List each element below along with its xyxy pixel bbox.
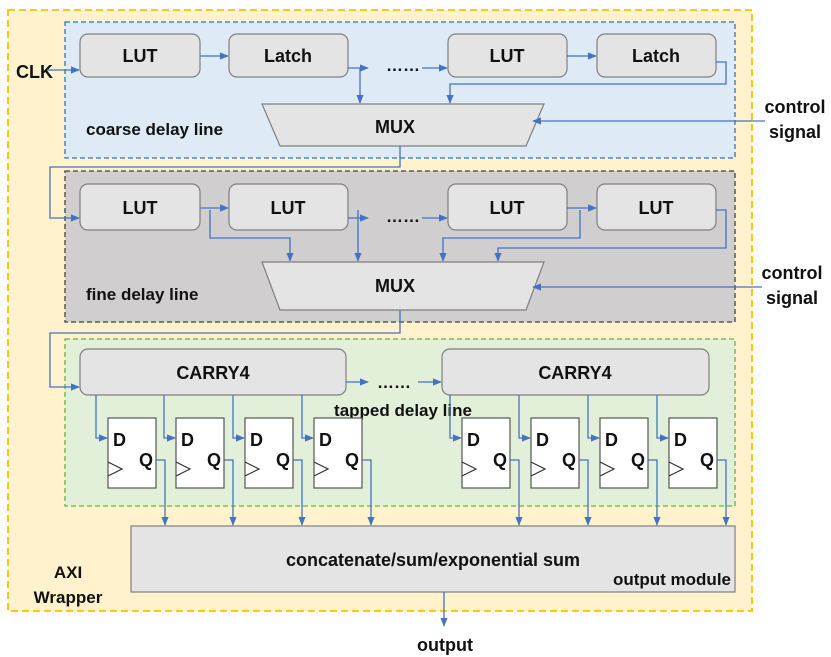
coarse-title: coarse delay line: [86, 120, 223, 139]
clk-label: CLK: [16, 62, 53, 82]
flipflop-6: [530, 417, 580, 489]
fine-tap-1: [209, 210, 294, 262]
flipflop-4-d-label: D: [319, 430, 332, 450]
wires: [47, 52, 765, 627]
flipflop-5-q-label: Q: [493, 450, 507, 470]
fine-tap-3: [439, 210, 581, 262]
coarse-to-fine-wire: [49, 146, 401, 222]
control-signal-1-line1: control: [765, 97, 826, 117]
fine-block-4-label: LUT: [639, 198, 674, 218]
output-module-text: concatenate/sum/exponential sum: [286, 550, 580, 570]
carry4-block-2-label: CARRY4: [538, 363, 611, 383]
flipflop-7-output-wire: [648, 459, 661, 526]
flipflop-3-clock-icon: [244, 461, 261, 477]
output-label: output: [417, 635, 473, 655]
control-signal-1-line2: signal: [769, 122, 821, 142]
coarse-block-4-label: Latch: [632, 46, 680, 66]
flipflop-3: [244, 417, 294, 489]
axi-label-line2: Wrapper: [34, 588, 103, 607]
flipflop-7-q-label: Q: [631, 450, 645, 470]
flipflop-8-output-wire: [717, 459, 730, 526]
flipflop-1-output-wire: [156, 459, 169, 526]
flipflop-8-input-wire: [656, 395, 669, 442]
carry4-block-1-label: CARRY4: [176, 363, 249, 383]
flipflop-6-d-label: D: [536, 430, 549, 450]
flipflop-3-output-wire: [293, 459, 306, 526]
flipflop-7-clock-icon: [599, 461, 616, 477]
flipflop-8: [668, 417, 718, 489]
output-module-label: output module: [613, 570, 731, 589]
fine-mux-label: MUX: [375, 276, 415, 296]
flipflop-3-input-wire: [232, 395, 245, 442]
flipflop-6-clock-icon: [530, 461, 547, 477]
flipflop-6-output-wire: [579, 459, 592, 526]
flipflop-8-d-label: D: [674, 430, 687, 450]
fine-block-2-label: LUT: [271, 198, 306, 218]
flipflop-6-q-label: Q: [562, 450, 576, 470]
flipflop-2-clock-icon: [175, 461, 192, 477]
flipflop-4-input-wire: [301, 395, 314, 442]
ellipsis-fine: ……: [386, 207, 420, 226]
output-module: [130, 525, 736, 593]
coarse-block-1-label: LUT: [123, 46, 158, 66]
axi-label-line1: AXI: [54, 563, 82, 582]
coarse-mux: [261, 103, 545, 147]
fine-block-2: [228, 183, 349, 231]
coarse-mux-in-2: [446, 61, 727, 104]
fine-block-1: [79, 183, 201, 231]
flipflop-4: [313, 417, 363, 489]
flipflop-5-d-label: D: [467, 430, 480, 450]
flipflop-5-output-wire: [510, 459, 523, 526]
fine-block-3: [447, 183, 568, 231]
fine-tap-4: [494, 209, 727, 262]
flipflop-1-input-wire: [95, 395, 108, 442]
flipflop-4-output-wire: [362, 459, 375, 526]
flipflop-8-q-label: Q: [700, 450, 714, 470]
flipflop-2: [175, 417, 225, 489]
coarse-mux-label: MUX: [375, 117, 415, 137]
flipflop-6-input-wire: [518, 395, 531, 442]
flipflop-1-d-label: D: [113, 430, 126, 450]
flipflop-1-clock-icon: [107, 461, 124, 477]
fine-block-3-label: LUT: [490, 198, 525, 218]
fine-mux: [261, 261, 545, 311]
flipflop-7-input-wire: [587, 395, 600, 442]
flipflop-3-d-label: D: [250, 430, 263, 450]
coarse-block-2-label: Latch: [264, 46, 312, 66]
flipflop-4-q-label: Q: [345, 450, 359, 470]
flipflop-5: [461, 417, 511, 489]
flipflop-3-q-label: Q: [276, 450, 290, 470]
coarse-block-4: [596, 33, 717, 78]
flipflop-2-d-label: D: [181, 430, 194, 450]
flipflop-8-clock-icon: [668, 461, 685, 477]
flipflop-1-q-label: Q: [139, 450, 153, 470]
coarse-block-3-label: LUT: [490, 46, 525, 66]
flipflop-1: [107, 417, 157, 489]
control-signal-2-line1: control: [762, 263, 823, 283]
flipflop-7-d-label: D: [605, 430, 618, 450]
fine-block-1-label: LUT: [123, 198, 158, 218]
carry4-block-1: [79, 348, 347, 396]
flipflop-5-input-wire: [449, 395, 462, 442]
coarse-block-2: [228, 33, 349, 78]
fine-to-tapped-wire: [49, 310, 401, 391]
carry4-block-2: [441, 348, 710, 396]
flipflop-7: [599, 417, 649, 489]
flipflop-2-output-wire: [224, 459, 237, 526]
tapped-title: tapped delay line: [334, 401, 472, 420]
flipflop-5-clock-icon: [461, 461, 478, 477]
ellipsis-coarse: ……: [386, 56, 420, 75]
flipflop-2-q-label: Q: [207, 450, 221, 470]
fine-title: fine delay line: [86, 285, 198, 304]
flipflop-4-clock-icon: [313, 461, 330, 477]
flipflop-2-input-wire: [163, 395, 176, 442]
control-signal-2-line2: signal: [766, 288, 818, 308]
fine-block-4: [596, 183, 717, 231]
ellipsis-tapped: ……: [377, 373, 411, 392]
